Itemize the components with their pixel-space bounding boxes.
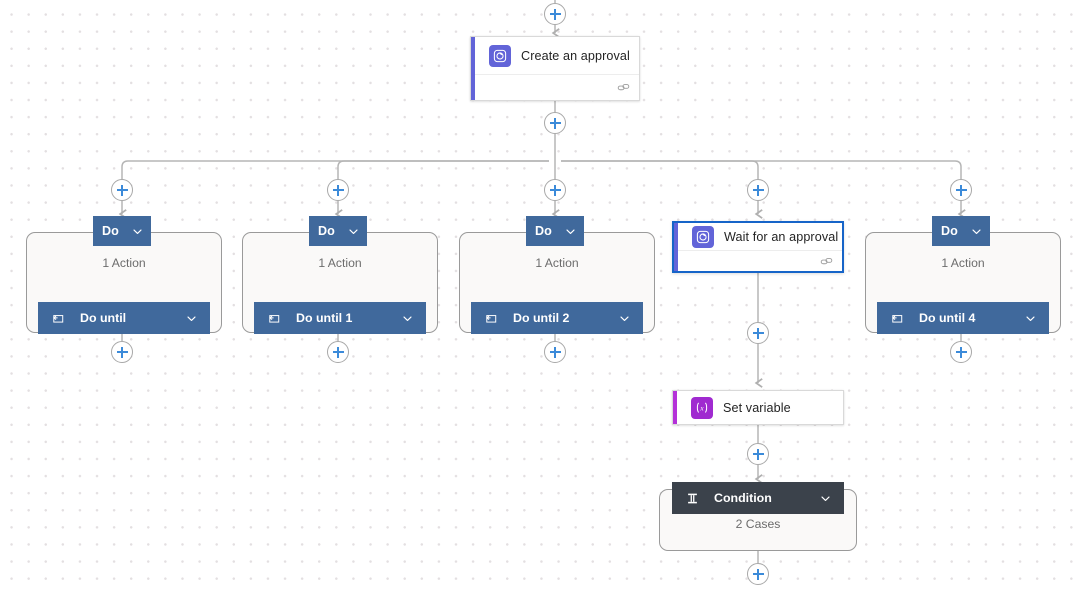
chevron-down-icon[interactable]	[345, 223, 361, 239]
scope-header-do-5[interactable]: Do	[932, 216, 990, 246]
svg-text:x: x	[699, 404, 704, 412]
chevron-down-icon[interactable]	[562, 223, 578, 239]
loop-label: Do until 1	[296, 311, 353, 325]
add-step-after-set-variable[interactable]	[747, 443, 769, 465]
scope-action-count: 1 Action	[941, 256, 985, 270]
node-footer	[674, 250, 842, 271]
chevron-down-icon[interactable]	[968, 223, 984, 239]
scope-header-do-2[interactable]: Do	[309, 216, 367, 246]
condition-cases-count: 2 Cases	[735, 517, 781, 531]
node-footer	[471, 74, 639, 100]
do-until-icon	[50, 310, 66, 326]
chevron-down-icon[interactable]	[1022, 310, 1038, 326]
loop-do-until-1[interactable]: Do until	[38, 302, 210, 334]
approval-icon	[489, 44, 511, 67]
do-until-icon	[889, 310, 905, 326]
add-step-branch-5[interactable]	[950, 179, 972, 201]
add-step-branch-3[interactable]	[544, 179, 566, 201]
do-until-icon	[483, 310, 499, 326]
node-title: Set variable	[723, 400, 791, 415]
approval-icon	[692, 225, 714, 248]
variable-icon: x	[691, 396, 713, 419]
add-step-below-branch-3[interactable]	[544, 341, 566, 363]
do-until-icon	[266, 310, 282, 326]
condition-header[interactable]: Condition	[672, 482, 844, 514]
node-header: x Set variable	[673, 391, 843, 424]
scope-header-label: Do	[102, 224, 119, 238]
node-title: Create an approval	[521, 48, 630, 63]
add-step-below-branch-5[interactable]	[950, 341, 972, 363]
add-step-after-condition[interactable]	[747, 563, 769, 585]
scope-action-count: 1 Action	[535, 256, 579, 270]
loop-do-until-5[interactable]: Do until 4	[877, 302, 1049, 334]
chevron-down-icon[interactable]	[817, 490, 833, 506]
node-title: Wait for an approval	[724, 229, 839, 244]
node-create-an-approval[interactable]: Create an approval	[470, 36, 640, 101]
scope-action-count: 1 Action	[102, 256, 146, 270]
add-step-top[interactable]	[544, 3, 566, 25]
scope-header-label: Do	[535, 224, 552, 238]
chevron-down-icon[interactable]	[399, 310, 415, 326]
node-accent-bar	[673, 391, 677, 424]
add-step-branch-2[interactable]	[327, 179, 349, 201]
loop-label: Do until 2	[513, 311, 570, 325]
loop-label: Do until 4	[919, 311, 976, 325]
scope-header-do-1[interactable]: Do	[93, 216, 151, 246]
connection-link-icon[interactable]	[617, 81, 630, 94]
add-step-below-branch-2[interactable]	[327, 341, 349, 363]
chevron-down-icon[interactable]	[129, 223, 145, 239]
add-step-branch-4[interactable]	[747, 179, 769, 201]
add-step-after-wait-approval[interactable]	[747, 322, 769, 344]
node-header: Wait for an approval	[674, 223, 842, 250]
scope-header-do-3[interactable]: Do	[526, 216, 584, 246]
node-accent-bar	[674, 223, 678, 271]
node-accent-bar	[471, 37, 475, 100]
loop-do-until-3[interactable]: Do until 2	[471, 302, 643, 334]
add-step-after-create-approval[interactable]	[544, 112, 566, 134]
node-wait-for-an-approval[interactable]: Wait for an approval	[672, 221, 844, 273]
connection-link-icon[interactable]	[820, 255, 833, 268]
loop-do-until-2[interactable]: Do until 1	[254, 302, 426, 334]
condition-label: Condition	[714, 491, 772, 505]
add-step-below-branch-1[interactable]	[111, 341, 133, 363]
condition-icon	[684, 490, 700, 506]
loop-label: Do until	[80, 311, 127, 325]
add-step-branch-1[interactable]	[111, 179, 133, 201]
scope-header-label: Do	[941, 224, 958, 238]
node-header: Create an approval	[471, 37, 639, 74]
scope-header-label: Do	[318, 224, 335, 238]
chevron-down-icon[interactable]	[616, 310, 632, 326]
chevron-down-icon[interactable]	[183, 310, 199, 326]
node-set-variable[interactable]: x Set variable	[672, 390, 844, 425]
scope-action-count: 1 Action	[318, 256, 362, 270]
